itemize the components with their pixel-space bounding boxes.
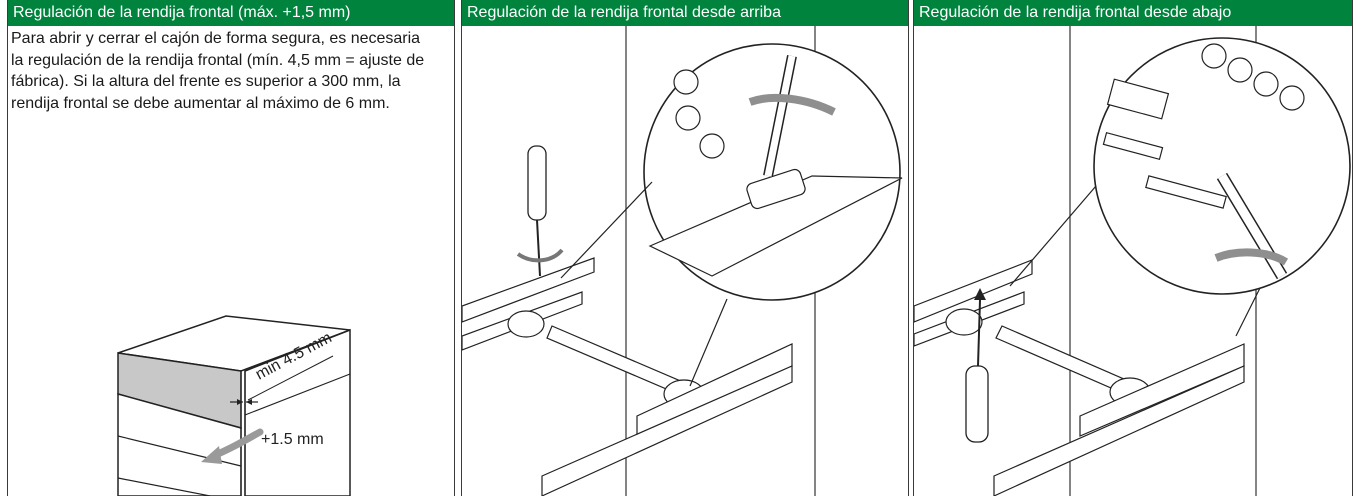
cabinet-front-gap-illustration: min 4.5 mm +1.5 mm bbox=[117, 315, 351, 496]
panel-title: Regulación de la rendija frontal desde a… bbox=[914, 0, 1352, 26]
panel-title: Regulación de la rendija frontal (máx. +… bbox=[8, 0, 454, 26]
panel-front-gap-adjustment: Regulación de la rendija frontal (máx. +… bbox=[7, 0, 455, 496]
panel-title: Regulación de la rendija frontal desde a… bbox=[462, 0, 908, 26]
runner-adjust-bottom-illustration bbox=[914, 26, 1351, 496]
plus-gap-label: +1.5 mm bbox=[261, 431, 324, 448]
panel-adjust-from-below: Regulación de la rendija frontal desde a… bbox=[913, 0, 1353, 496]
panel-description: Para abrir y cerrar el cajón de forma se… bbox=[11, 30, 425, 112]
runner-adjust-top-illustration bbox=[462, 26, 903, 496]
panel-adjust-from-above: Regulación de la rendija frontal desde a… bbox=[461, 0, 909, 496]
